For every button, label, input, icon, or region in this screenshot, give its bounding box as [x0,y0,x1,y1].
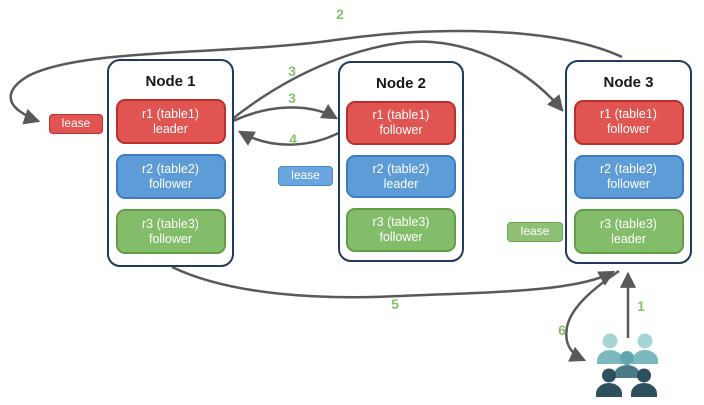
step-label-6: 6 [558,322,566,338]
step-label-2: 2 [336,6,344,22]
replica-role: leader [153,121,188,136]
replica-label: r1 (table1) [600,107,657,122]
node-2: Node 2 r1 (table1) follower r2 (table2) … [338,61,464,262]
node-2-replica-r3: r3 (table3) follower [346,208,456,253]
step-label-3-short: 3 [288,90,296,106]
lease-badge-table1: lease [49,114,103,134]
replica-label: r2 (table2) [142,161,199,176]
replica-role: leader [611,231,646,246]
users-group-icon [596,333,658,397]
node-1-replica-r1: r1 (table1) leader [115,99,226,144]
lease-badge-table3: lease [507,222,563,242]
node-2-replica-r2: r2 (table2) leader [346,154,456,199]
replica-label: r2 (table2) [372,161,430,176]
node-3-replica-r2: r2 (table2) follower [573,154,684,200]
replica-label: r3 (table3) [142,216,199,231]
node-2-replica-r1: r1 (table1) follower [346,101,456,145]
arrow-step-3-short [232,104,339,123]
replica-label: r3 (table3) [600,216,657,231]
node-3: Node 3 r1 (table1) follower r2 (table2) … [565,60,692,264]
replica-role: follower [606,122,651,137]
arrow-step-4 [237,125,350,146]
step-label-1: 1 [637,298,645,314]
node-1-replica-r3: r3 (table3) follower [115,209,226,254]
step-label-3-long: 3 [288,63,296,79]
replica-role: follower [379,122,423,137]
node-1-replica-r2: r2 (table2) follower [115,154,226,199]
node-3-replica-r3: r3 (table3) leader [573,209,684,255]
replica-role: leader [383,176,419,191]
replica-label: r2 (table2) [600,162,657,176]
replica-role: follower [379,230,423,245]
node-1: Node 1 r1 (table1) leader r2 (table2) fo… [107,59,234,267]
replica-role: follower [148,176,193,191]
node-3-title: Node 3 [603,74,654,91]
replica-label: r3 (table3) [372,215,430,230]
step-label-5: 5 [391,296,399,312]
step-label-4: 4 [289,131,297,147]
lease-badge-table2: lease [278,166,333,186]
replica-role: follower [148,231,193,246]
node-2-title: Node 2 [375,75,426,92]
arrow-step-3-long [230,40,564,121]
replica-role: follower [606,177,651,191]
arrow-step-5 [171,265,616,299]
node-3-replica-r1: r1 (table1) follower [573,100,684,145]
arrow-step-2 [9,29,623,125]
replica-label: r1 (table1) [142,106,199,121]
replica-label: r1 (table1) [372,107,430,122]
arrow-step-6 [565,269,620,362]
node-1-title: Node 1 [145,73,196,90]
